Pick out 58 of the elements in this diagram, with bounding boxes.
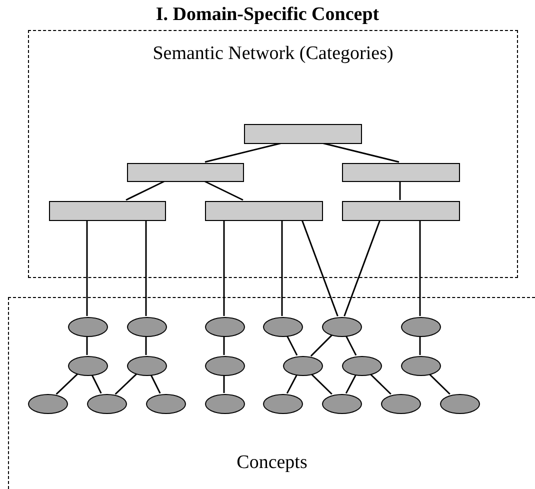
concept-ellipse — [263, 394, 303, 414]
connector-line — [301, 220, 338, 316]
region-label: Semantic Network (Categories) — [152, 43, 394, 65]
concept-ellipse — [322, 317, 362, 337]
category-box — [49, 201, 166, 221]
connector-line — [281, 220, 283, 316]
concept-ellipse — [322, 394, 362, 414]
category-box — [342, 201, 460, 221]
connector-line — [145, 220, 147, 316]
concept-ellipse — [381, 394, 421, 414]
connector-line — [344, 220, 381, 316]
concept-ellipse — [87, 394, 127, 414]
category-box — [342, 163, 460, 182]
connector-line — [150, 374, 161, 394]
concept-ellipse — [146, 394, 186, 414]
connector-line — [86, 336, 88, 355]
concept-ellipse — [68, 317, 108, 337]
connector-line — [286, 335, 298, 356]
concept-ellipse — [28, 394, 68, 414]
concept-ellipse — [68, 356, 108, 376]
connector-line — [310, 373, 332, 395]
concept-ellipse — [440, 394, 480, 414]
connector-line — [223, 220, 225, 316]
connector-line — [345, 374, 357, 394]
connector-line — [286, 374, 298, 394]
connector-line — [223, 375, 225, 393]
connector-line — [126, 180, 166, 201]
connector-line — [56, 373, 78, 395]
concept-ellipse — [127, 317, 167, 337]
concept-ellipse — [205, 356, 245, 376]
dashed-region — [8, 297, 535, 489]
concept-ellipse — [283, 356, 323, 376]
region-label: Concepts — [236, 452, 308, 474]
connector-line — [86, 220, 88, 316]
category-box — [127, 163, 244, 182]
connector-line — [223, 336, 225, 355]
concept-ellipse — [205, 394, 245, 414]
dashed-region — [28, 30, 518, 278]
connector-line — [419, 336, 421, 355]
connector-line — [91, 374, 102, 394]
connector-line — [399, 181, 401, 200]
connector-line — [428, 373, 450, 395]
connector-line — [145, 336, 147, 355]
connector-line — [114, 373, 138, 395]
connector-line — [370, 373, 392, 395]
concept-ellipse — [205, 317, 245, 337]
title: I. Domain-Specific Concept — [154, 4, 380, 26]
category-box — [205, 201, 323, 221]
connector-line — [310, 334, 333, 357]
concept-ellipse — [401, 356, 441, 376]
connector-line — [204, 180, 244, 201]
connector-line — [345, 335, 357, 356]
concept-ellipse — [401, 317, 441, 337]
concept-ellipse — [342, 356, 382, 376]
connector-line — [419, 220, 421, 316]
category-box — [244, 124, 362, 144]
concept-ellipse — [263, 317, 303, 337]
concept-ellipse — [127, 356, 167, 376]
